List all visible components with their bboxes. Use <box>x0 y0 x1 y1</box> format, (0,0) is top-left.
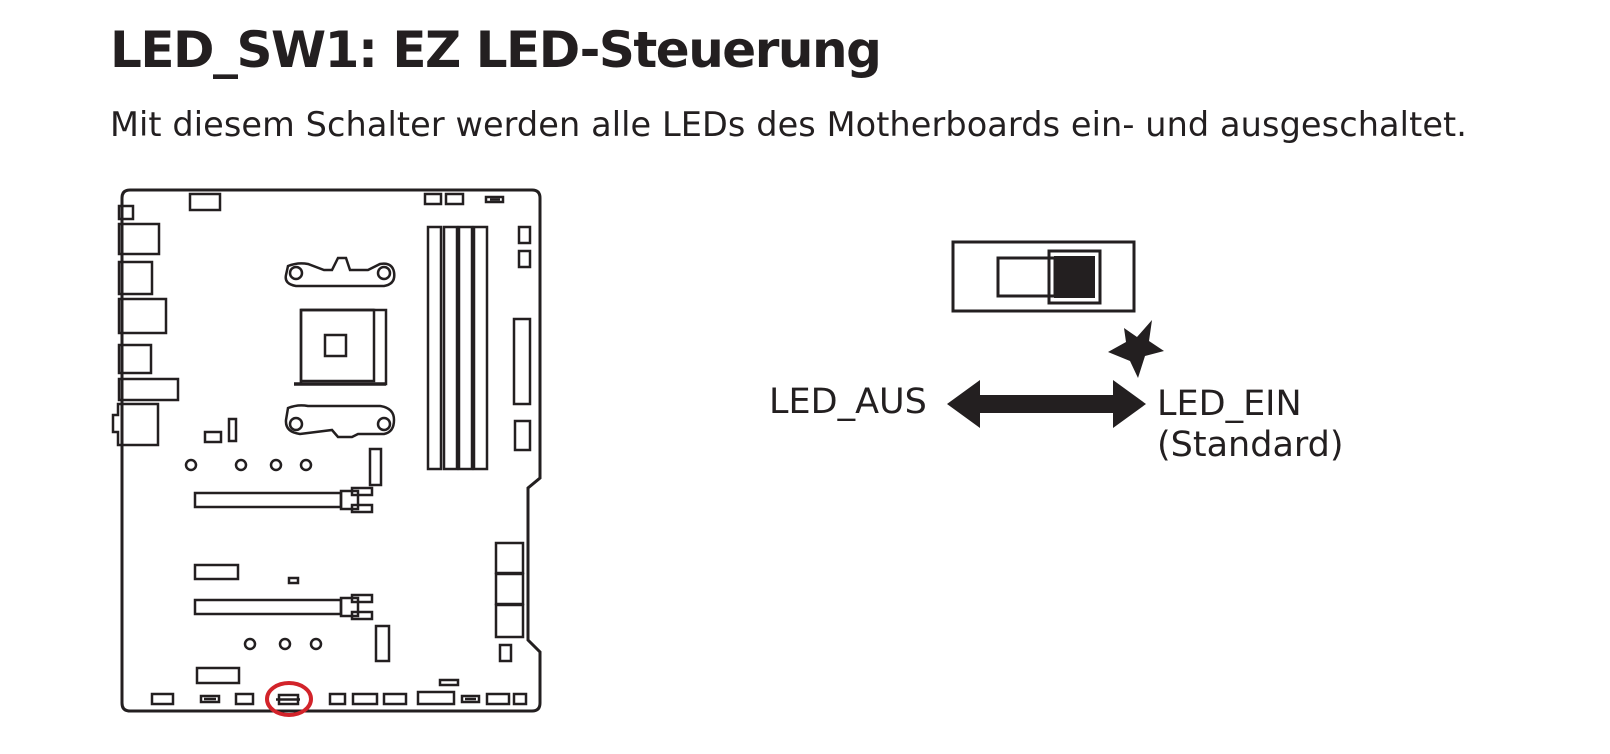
bottom-headers <box>150 678 528 706</box>
motherboard-outline <box>120 188 542 713</box>
led-sw1-location <box>265 681 313 717</box>
led-on-default-note: (Standard) <box>1157 425 1344 465</box>
pcie-slot-1 <box>193 486 374 514</box>
dimm-slots <box>426 225 489 471</box>
page-description: Mit diesem Schalter werden alle LEDs des… <box>110 105 1468 144</box>
pcie-slot-2 <box>193 593 374 621</box>
cpu-area <box>284 256 396 439</box>
switch-knob <box>1054 256 1095 298</box>
rear-io <box>111 204 180 447</box>
switch-housing <box>951 240 1136 313</box>
switch-slider-track <box>996 256 1057 298</box>
led-on-label: LED_EIN <box>1157 384 1302 424</box>
led-off-label: LED_AUS <box>769 382 927 422</box>
page-title: LED_SW1: EZ LED-Steuerung <box>110 21 882 79</box>
double-arrow-icon <box>947 380 1146 428</box>
switch-slider <box>1047 249 1102 305</box>
highlight-circle <box>265 681 313 717</box>
default-star-icon <box>1108 320 1164 378</box>
